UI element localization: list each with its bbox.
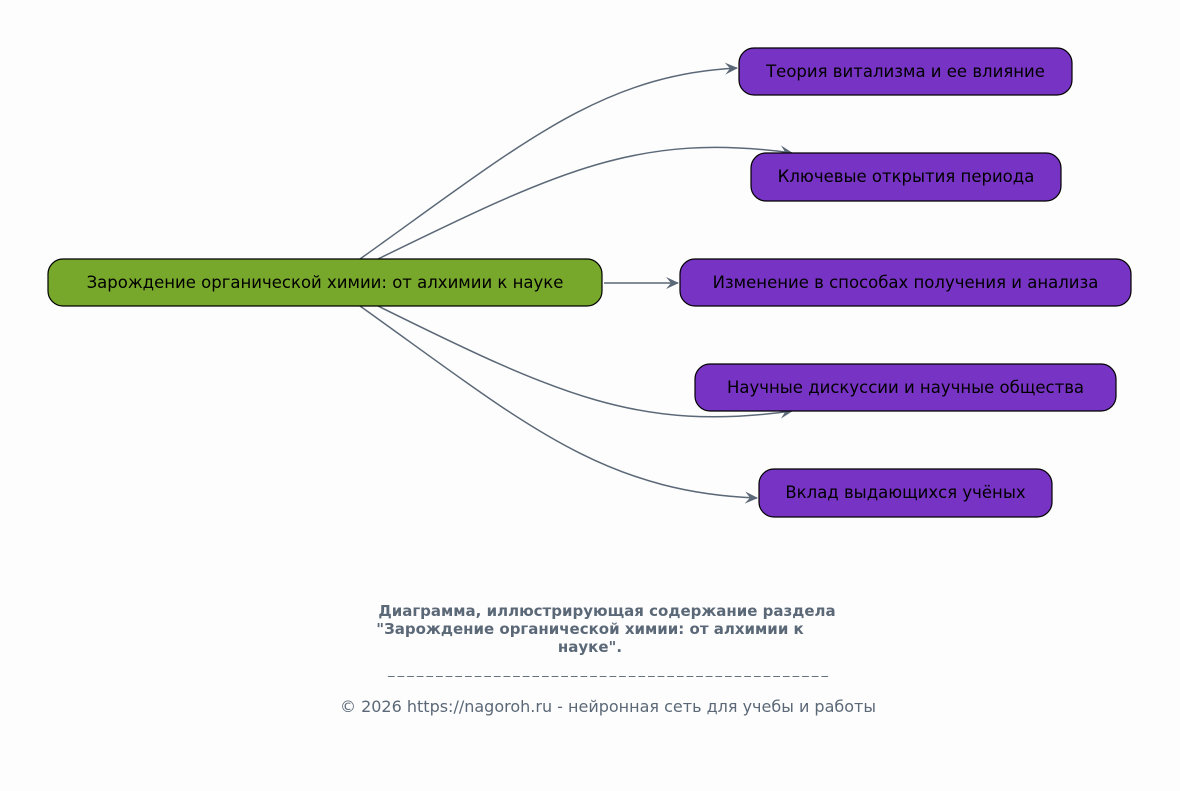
root-node-label: Зарождение органической химии: от алхими… — [87, 273, 564, 292]
child-node-discussions[interactable]: Научные дискуссии и научные общества — [694, 363, 1117, 412]
child-node-label: Вклад выдающихся учёных — [785, 483, 1026, 502]
child-node-vitalism[interactable]: Теория витализма и ее влияние — [738, 47, 1073, 96]
footer-copyright: © 2026 https://nagoroh.ru - нейронная се… — [340, 697, 876, 716]
caption-separator: ________________________________________… — [387, 663, 829, 678]
child-node-label: Научные дискуссии и научные общества — [727, 378, 1084, 397]
edge-5 — [359, 305, 758, 504]
root-node[interactable]: Зарождение органической химии: от алхими… — [47, 258, 603, 307]
child-node-label: Теория витализма и ее влияние — [765, 62, 1045, 81]
child-node-label: Ключевые открытия периода — [778, 167, 1035, 186]
caption-line-1: Диаграмма, иллюстрирующая содержание раз… — [378, 602, 835, 620]
caption-line-2: "Зарождение органической химии: от алхим… — [376, 620, 803, 638]
child-node-discoveries[interactable]: Ключевые открытия периода — [750, 152, 1062, 202]
child-node-label: Изменение в способах получения и анализа — [713, 273, 1099, 292]
caption: Диаграмма, иллюстрирующая содержание раз… — [376, 602, 835, 678]
edge-2 — [377, 145, 793, 260]
child-node-methods[interactable]: Изменение в способах получения и анализа — [679, 258, 1132, 307]
edges — [359, 62, 793, 504]
caption-line-3: науке". — [558, 638, 622, 656]
edge-4 — [377, 305, 793, 419]
edge-1 — [359, 62, 738, 260]
child-node-scientists[interactable]: Вклад выдающихся учёных — [758, 468, 1053, 518]
